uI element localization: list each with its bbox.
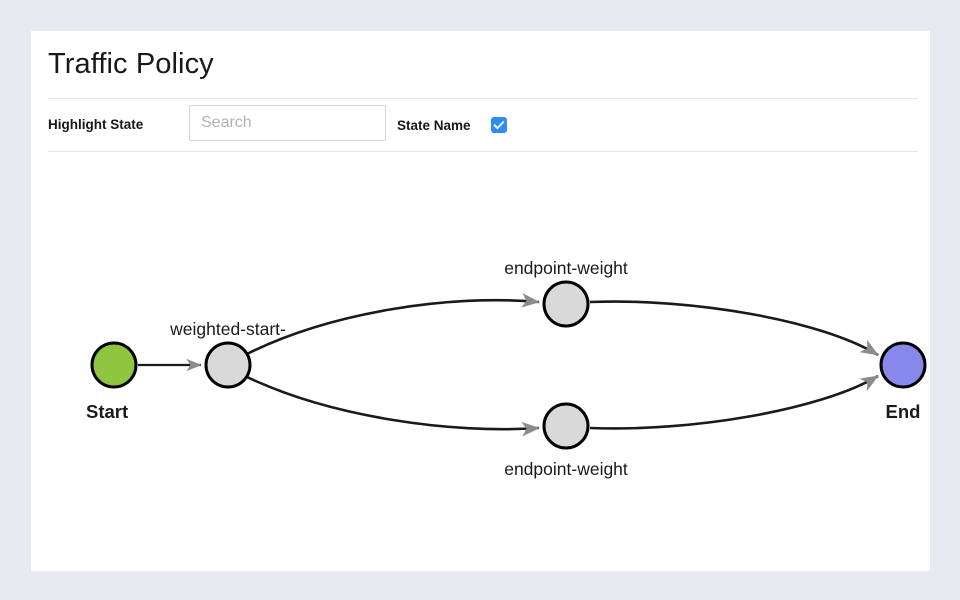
checkmark-icon bbox=[493, 121, 505, 130]
search-input[interactable] bbox=[189, 105, 386, 141]
edge-endpoint-bottom-to-end bbox=[589, 374, 879, 430]
state-name-checkbox[interactable] bbox=[491, 117, 507, 133]
node-label-start: Start bbox=[86, 401, 128, 422]
node-weighted-start[interactable] bbox=[204, 341, 252, 389]
edge-endpoint-top-to-end bbox=[589, 300, 879, 357]
graph-edges bbox=[138, 293, 879, 437]
edge-weighted-start-to-endpoint-bottom bbox=[246, 375, 540, 437]
node-start[interactable] bbox=[90, 341, 138, 389]
node-label-weighted-start: weighted-start- bbox=[169, 319, 286, 339]
state-name-label: State Name bbox=[397, 118, 471, 133]
node-end[interactable] bbox=[879, 341, 927, 389]
toolbar-divider-top bbox=[48, 98, 918, 99]
node-label-endpoint-top: endpoint-weight bbox=[504, 258, 628, 278]
edge-weighted-start-to-endpoint-top bbox=[246, 293, 540, 356]
toolbar: Highlight State State Name bbox=[48, 99, 918, 151]
node-label-end: End bbox=[886, 401, 921, 422]
highlight-state-label: Highlight State bbox=[48, 117, 144, 132]
toolbar-divider-bottom bbox=[48, 151, 918, 152]
graph-node-labels: Start weighted-start- endpoint-weight en… bbox=[86, 258, 920, 479]
node-label-endpoint-bottom: endpoint-weight bbox=[504, 459, 628, 479]
policy-graph: Start weighted-start- endpoint-weight en… bbox=[31, 152, 930, 571]
graph-nodes bbox=[90, 280, 927, 450]
node-endpoint-top[interactable] bbox=[542, 280, 590, 328]
page-title: Traffic Policy bbox=[48, 48, 214, 80]
content-card: Traffic Policy Highlight State State Nam… bbox=[31, 31, 930, 571]
node-endpoint-bottom[interactable] bbox=[542, 402, 590, 450]
